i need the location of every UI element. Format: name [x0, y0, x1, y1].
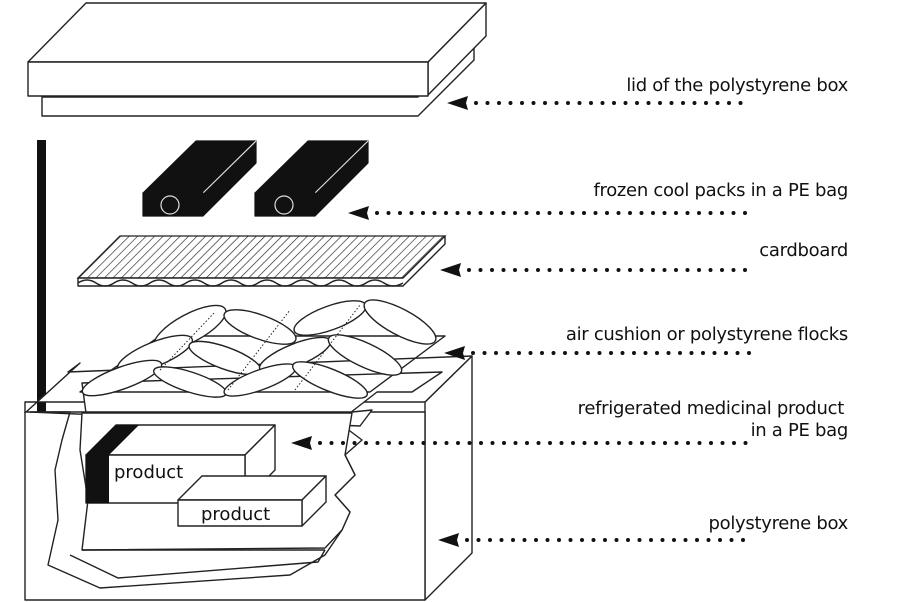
- pointer-arrow-box: [438, 533, 754, 547]
- cool-pack-2: [254, 140, 369, 217]
- cardboard-illustration: [76, 235, 447, 287]
- product-box-2: product: [177, 475, 327, 527]
- lid-top: [27, 2, 487, 63]
- label-cool-packs: frozen cool packs in a PE bag: [593, 180, 848, 201]
- air-cushion-illustration: [79, 299, 446, 399]
- product-label-2: product: [201, 504, 270, 525]
- cool-pack-cap-icon: [160, 195, 180, 215]
- lid-rim: [41, 47, 475, 117]
- product-label-1: product: [114, 462, 183, 483]
- label-product-line-2: in a PE bag: [750, 420, 849, 441]
- pointer-arrow-cardboard: [440, 263, 754, 277]
- cool-pack-1: [142, 140, 257, 217]
- pointer-arrow-air-cushion: [444, 346, 754, 360]
- label-cardboard: cardboard: [759, 240, 848, 261]
- label-box: polystyrene box: [708, 513, 848, 534]
- label-lid: lid of the polystyrene box: [626, 75, 848, 96]
- cool-pack-cap-icon: [274, 195, 294, 215]
- pointer-arrow-lid: [447, 96, 754, 110]
- lid-illustration: [27, 2, 487, 117]
- lid-front: [27, 61, 429, 97]
- pointer-arrow-product: [291, 436, 754, 450]
- pointer-arrow-cool-packs: [348, 206, 754, 220]
- label-product-line-1: refrigerated medicinal product: [577, 398, 845, 419]
- label-air-cushion: air cushion or polystyrene flocks: [565, 324, 848, 345]
